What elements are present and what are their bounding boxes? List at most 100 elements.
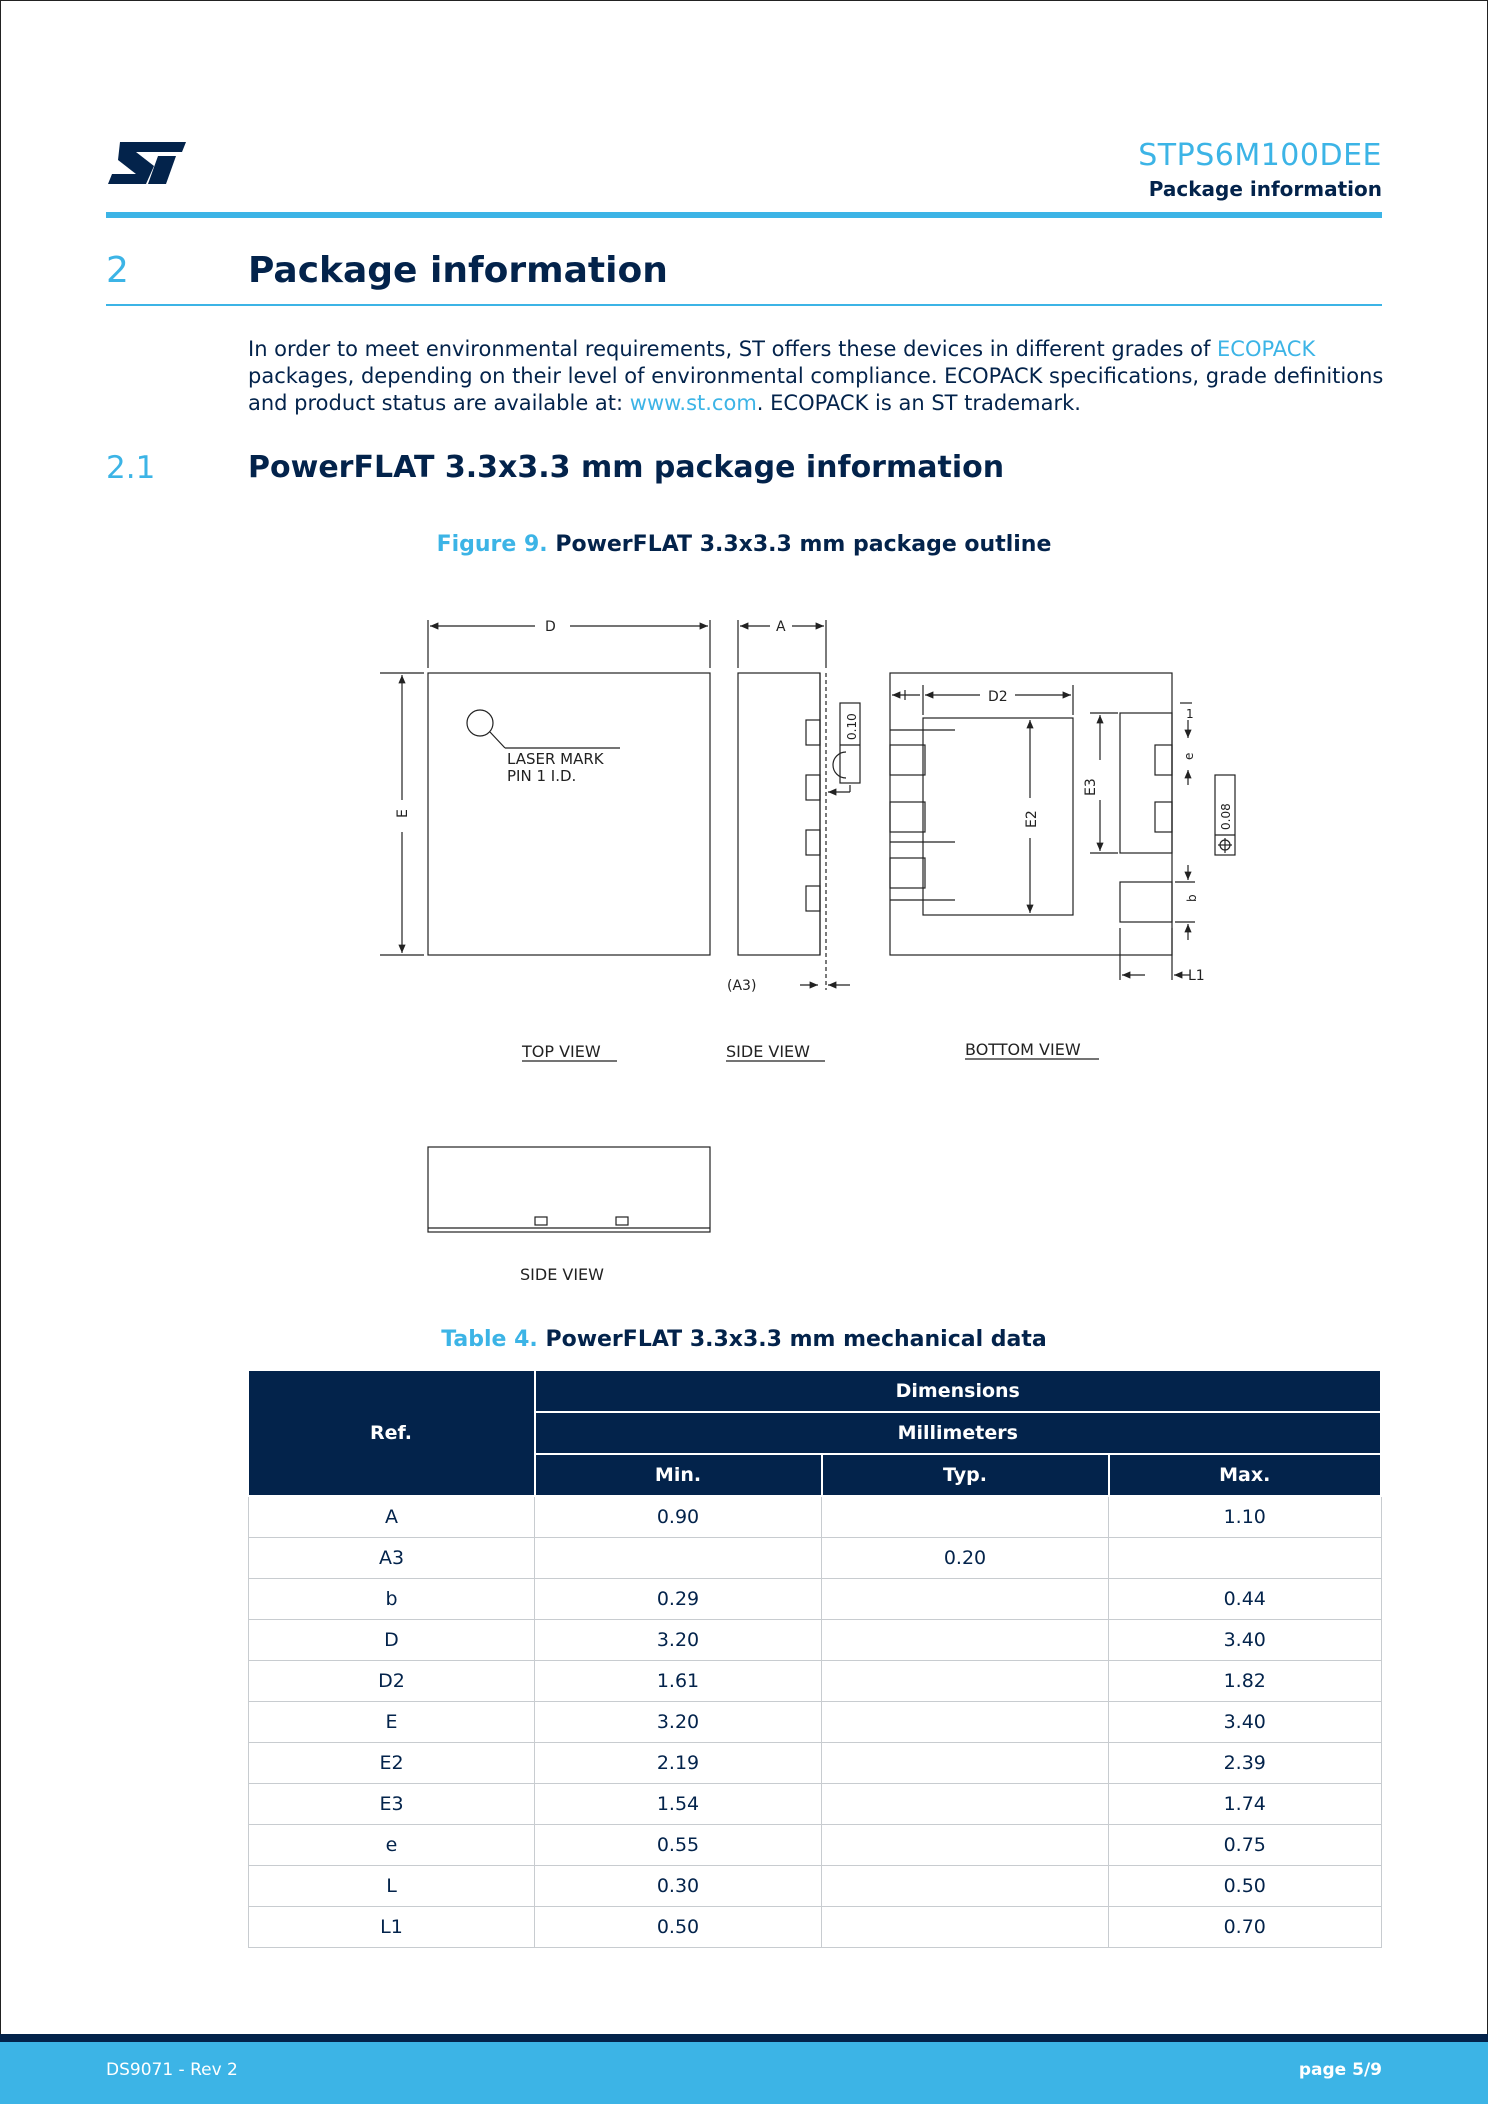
tolerance-label-1: 0.10 [845, 713, 859, 740]
figure-caption-text: PowerFLAT 3.3x3.3 mm package outline [555, 532, 1052, 557]
bottom-view-label: BOTTOM VIEW [965, 1040, 1081, 1059]
cell-max: 0.70 [1108, 1906, 1382, 1948]
section-number: 2 [106, 250, 129, 291]
dim-label-d2: D2 [988, 689, 1008, 705]
cell-ref: D [248, 1619, 535, 1661]
table-label: Table 4. [441, 1327, 538, 1352]
section-title: Package information [248, 250, 668, 291]
intro-text-1: In order to meet environmental requireme… [248, 337, 1218, 361]
cell-ref: L1 [248, 1906, 535, 1948]
cell-typ [821, 1660, 1109, 1702]
dim-label-a3: (A3) [727, 978, 756, 994]
side-view-horizontal: SIDE VIEW [427, 1146, 711, 1284]
dim-label-e2: E2 [1024, 810, 1040, 828]
cell-min: 0.30 [534, 1865, 822, 1907]
cell-typ: 0.20 [821, 1537, 1109, 1579]
cell-min: 3.20 [534, 1619, 822, 1661]
cell-typ [821, 1783, 1109, 1825]
cell-max: 0.44 [1108, 1578, 1382, 1620]
cell-typ [821, 1495, 1109, 1538]
cell-ref: L [248, 1865, 535, 1907]
page-header: STPS6M100DEE Package information [106, 130, 1382, 220]
document-subtitle: Package information [1148, 177, 1382, 201]
intro-text-2: packages, depending on their level of en… [248, 364, 1384, 415]
header-typ: Typ. [820, 1453, 1110, 1497]
cell-max: 1.82 [1108, 1660, 1382, 1702]
header-max: Max. [1107, 1453, 1382, 1497]
side-view-2-label: SIDE VIEW [520, 1265, 604, 1284]
pin-one-label: 1 [1186, 707, 1194, 721]
header-ref: Ref. [248, 1369, 536, 1497]
cell-ref: e [248, 1824, 535, 1866]
section-rule [106, 304, 1382, 306]
st-website-link[interactable]: www.st.com [629, 391, 757, 415]
dim-label-e3: E3 [1083, 778, 1099, 796]
cell-min: 1.61 [534, 1660, 822, 1702]
cell-typ [821, 1906, 1109, 1948]
cell-ref: E3 [248, 1783, 535, 1825]
cell-min: 0.50 [534, 1906, 822, 1948]
pin-id-label: PIN 1 I.D. [507, 767, 576, 785]
header-units: Millimeters [533, 1411, 1382, 1455]
intro-text-3: . ECOPACK is an ST trademark. [756, 391, 1081, 415]
document-title: STPS6M100DEE [1138, 138, 1382, 173]
page-number: page 5/9 [1298, 2060, 1382, 2080]
cell-max: 1.10 [1108, 1495, 1382, 1538]
header-min: Min. [533, 1453, 823, 1497]
side-view: A 0.10 (A3) SIDE VIEW [726, 619, 861, 1062]
dim-label-l1: L1 [1188, 968, 1205, 984]
cell-typ [821, 1824, 1109, 1866]
cell-ref: A [248, 1495, 535, 1538]
cell-max: 0.50 [1108, 1865, 1382, 1907]
cell-max: 0.75 [1108, 1824, 1382, 1866]
intro-paragraph: In order to meet environmental requireme… [248, 336, 1388, 417]
bottom-view: D2 E2 E3 1 e 0.08 b L1 BOTTOM VIEW [889, 672, 1236, 1060]
cell-max: 2.39 [1108, 1742, 1382, 1784]
cell-typ [821, 1865, 1109, 1907]
cell-ref: E2 [248, 1742, 535, 1784]
cell-min: 0.55 [534, 1824, 822, 1866]
figure-caption: Figure 9. PowerFLAT 3.3x3.3 mm package o… [0, 532, 1488, 557]
cell-ref: E [248, 1701, 535, 1743]
cell-min: 0.29 [534, 1578, 822, 1620]
top-view-label: TOP VIEW [521, 1042, 601, 1061]
cell-min: 0.90 [534, 1495, 822, 1538]
tolerance-label-2: 0.08 [1219, 803, 1233, 830]
page-footer: DS9071 - Rev 2 page 5/9 [0, 2042, 1488, 2104]
document-id: DS9071 - Rev 2 [106, 2060, 238, 2080]
header-dimensions: Dimensions [533, 1369, 1382, 1413]
cell-typ [821, 1578, 1109, 1620]
cell-ref: A3 [248, 1537, 535, 1579]
cell-min [534, 1537, 822, 1579]
table-caption-text: PowerFLAT 3.3x3.3 mm mechanical data [545, 1327, 1047, 1352]
ecopack-link[interactable]: ECOPACK [1217, 337, 1316, 361]
package-outline-drawing: D E LASER MARK PIN 1 I.D. TOP VIEW A 0.1… [380, 619, 1236, 1284]
cell-min: 2.19 [534, 1742, 822, 1784]
cell-ref: D2 [248, 1660, 535, 1702]
cell-max: 1.74 [1108, 1783, 1382, 1825]
dim-label-e: E [395, 809, 411, 818]
table-caption: Table 4. PowerFLAT 3.3x3.3 mm mechanical… [0, 1327, 1488, 1352]
table-row: A3 0.20 [248, 1537, 1382, 1579]
figure-label: Figure 9. [436, 532, 548, 557]
dim-label-pitch-e: e [1182, 753, 1196, 760]
cell-typ [821, 1742, 1109, 1784]
footer-rule [0, 2034, 1488, 2042]
cell-min: 3.20 [534, 1701, 822, 1743]
dim-label-a: A [776, 619, 786, 635]
top-view: D E LASER MARK PIN 1 I.D. TOP VIEW [380, 619, 711, 1062]
mechanical-data-table: Ref. Dimensions Millimeters Min. Typ. Ma… [248, 1369, 1382, 1948]
cell-max [1108, 1537, 1382, 1579]
st-logo-icon [108, 142, 186, 184]
subsection-number: 2.1 [106, 450, 156, 486]
